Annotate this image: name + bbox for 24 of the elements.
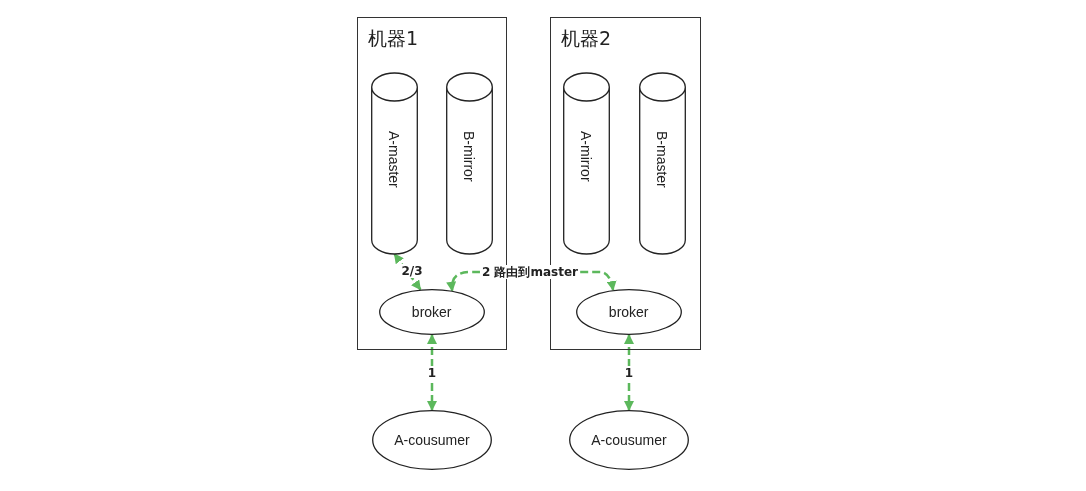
queue-label: B-master (654, 130, 671, 188)
arrow (624, 334, 634, 411)
service-label: A-cousumer (393, 432, 471, 448)
arrow (393, 253, 422, 291)
service-label: broker (410, 303, 453, 320)
service-ellipse (372, 410, 492, 470)
edge-label: 2/3 (399, 264, 425, 278)
service-ellipse (575, 288, 682, 335)
machine-title: 机器2 (561, 26, 612, 51)
queue-cylinder (638, 72, 686, 254)
queue-label: A-master (386, 130, 403, 188)
queue-cylinder (562, 72, 610, 254)
queue-cylinder (445, 72, 493, 254)
edge-label: 2 路由到master (479, 265, 581, 279)
service-label: A-cousumer (590, 432, 668, 448)
queue-label: A-mirror (578, 130, 595, 182)
machine-box (357, 17, 507, 350)
machine-title: 机器1 (368, 26, 419, 51)
service-label: broker (607, 303, 650, 320)
arrow (427, 334, 437, 411)
queue-label: B-mirror (461, 130, 478, 182)
queue-cylinder (370, 72, 418, 254)
service-ellipse (378, 288, 485, 335)
service-ellipse (569, 410, 689, 470)
